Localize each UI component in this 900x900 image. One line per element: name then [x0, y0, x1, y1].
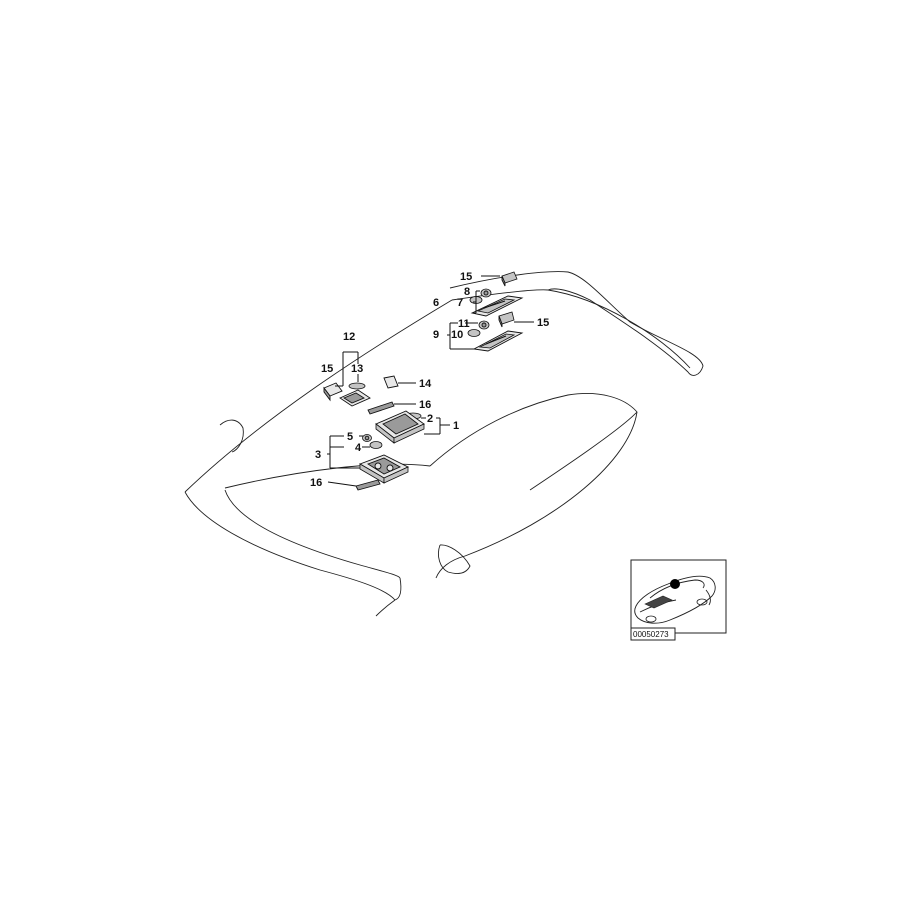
callout-4: 4 — [355, 442, 362, 454]
part-16-bulb-lower — [355, 479, 381, 491]
part-4-bulb — [369, 441, 383, 449]
part-15-clip-top — [501, 271, 518, 287]
callout-15-middle: 15 — [537, 317, 549, 329]
part-8-bulb-holder — [480, 288, 492, 298]
callout-2: 2 — [427, 413, 433, 425]
part-12-interior-lamp — [339, 389, 371, 407]
part-9-rear-reading-lamp — [472, 330, 524, 352]
part-3-reading-lamp — [358, 454, 410, 484]
callout-7: 7 — [457, 297, 463, 309]
callout-16-lower: 16 — [310, 477, 322, 489]
part-14-cover — [383, 375, 399, 389]
callout-15-top: 15 — [460, 271, 472, 283]
callout-3: 3 — [315, 449, 321, 461]
callout-9: 9 — [433, 329, 439, 341]
callout-10: 10 — [451, 329, 463, 341]
part-11-bulb-holder — [478, 320, 490, 330]
part-5-bulb-holder — [362, 434, 372, 442]
callout-15-left: 15 — [321, 363, 333, 375]
callout-12: 12 — [343, 331, 355, 343]
part-13-lens — [348, 382, 366, 390]
reference-code: 00050273 — [633, 630, 669, 639]
callout-13: 13 — [351, 363, 363, 375]
part-10-bulb — [467, 329, 481, 337]
location-marker-dot — [670, 579, 680, 589]
callout-5: 5 — [347, 431, 353, 443]
parts — [323, 271, 524, 491]
part-1-front-interior-lamp — [375, 410, 425, 444]
mini-car-icon — [634, 575, 716, 624]
callout-labels: 15 8 6 7 15 11 9 10 12 15 13 14 16 2 1 5… — [310, 271, 549, 489]
part-15-clip-middle — [498, 311, 515, 328]
leader-lines — [327, 275, 534, 487]
callout-16-upper: 16 — [419, 399, 431, 411]
locator-inset: 00050273 — [630, 559, 727, 641]
callout-8: 8 — [464, 286, 470, 298]
car-body-outline — [184, 271, 704, 617]
callout-6: 6 — [433, 297, 439, 309]
part-16-bulb-upper — [367, 401, 395, 415]
callout-14: 14 — [419, 378, 432, 390]
part-6-rear-reading-lamp — [470, 295, 524, 317]
callout-1: 1 — [453, 420, 459, 432]
callout-11: 11 — [458, 318, 470, 330]
